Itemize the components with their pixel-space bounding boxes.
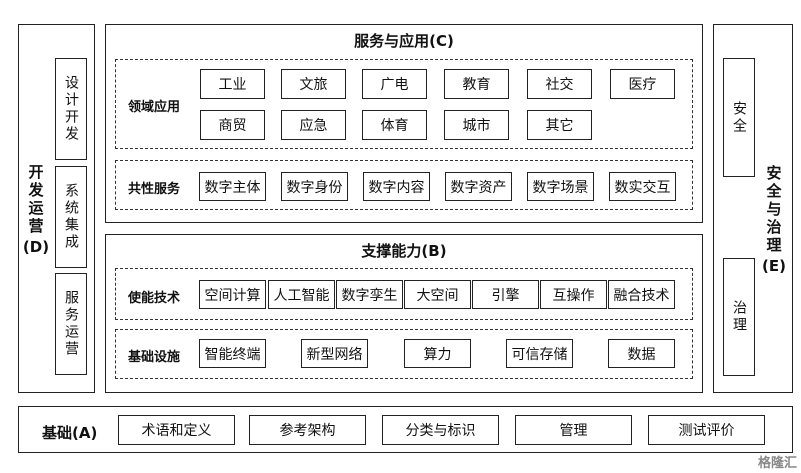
support-panel bbox=[105, 234, 703, 393]
devops-item-operation-label: 服务运营 bbox=[63, 290, 79, 358]
foundation-title: 基础(A) bbox=[42, 424, 98, 442]
infrastructure-group bbox=[115, 329, 693, 379]
domain-apps-group bbox=[115, 59, 693, 149]
watermark: 格隆汇 bbox=[757, 456, 797, 471]
enabling-tech-item: 引擎 bbox=[472, 280, 539, 309]
infrastructure-item: 算力 bbox=[404, 339, 471, 368]
services-panel bbox=[105, 24, 703, 223]
foundation-item: 管理 bbox=[515, 415, 632, 445]
domain-app-item: 体育 bbox=[362, 110, 427, 140]
devops-title-text: 开发运营 bbox=[26, 164, 45, 236]
enabling-tech-item: 融合技术 bbox=[608, 280, 675, 309]
domain-app-item: 教育 bbox=[444, 69, 509, 99]
enabling-tech-item: 互操作 bbox=[540, 280, 607, 309]
common-services-label: 共性服务 bbox=[128, 182, 181, 197]
governance-item: 治理 bbox=[723, 258, 755, 376]
enabling-tech-item: 空间计算 bbox=[199, 280, 266, 309]
security-governance-title: 安全与治理 (E) bbox=[758, 150, 790, 290]
foundation-item: 测试评价 bbox=[648, 415, 765, 445]
domain-app-item: 社交 bbox=[527, 69, 592, 99]
infrastructure-item: 数据 bbox=[608, 339, 675, 368]
domain-app-item: 文旅 bbox=[281, 69, 346, 99]
common-services-group bbox=[115, 160, 693, 210]
security-governance-title-code: (E) bbox=[762, 257, 786, 275]
devops-title-code: (D) bbox=[22, 238, 50, 256]
common-service-item: 数字主体 bbox=[199, 172, 266, 201]
services-title: 服务与应用(C) bbox=[354, 32, 454, 50]
devops-item-operation: 服务运营 bbox=[55, 273, 87, 375]
foundation-panel bbox=[18, 406, 793, 453]
devops-title: 开发运营 (D) bbox=[20, 150, 52, 270]
common-service-item: 数字内容 bbox=[363, 172, 430, 201]
common-service-item: 数实交互 bbox=[609, 172, 676, 201]
common-service-item: 数字资产 bbox=[445, 172, 512, 201]
devops-panel bbox=[18, 24, 95, 393]
security-item: 安全 bbox=[723, 58, 755, 177]
domain-app-item: 城市 bbox=[444, 110, 509, 140]
infrastructure-item: 智能终端 bbox=[199, 339, 266, 368]
enabling-tech-group bbox=[115, 268, 693, 320]
domain-app-item: 应急 bbox=[281, 110, 346, 140]
domain-app-item: 广电 bbox=[362, 69, 427, 99]
infrastructure-label: 基础设施 bbox=[128, 350, 181, 365]
enabling-tech-item: 人工智能 bbox=[268, 280, 335, 309]
security-governance-panel bbox=[713, 24, 793, 393]
security-item-label: 安全 bbox=[731, 100, 747, 135]
foundation-item: 术语和定义 bbox=[118, 415, 235, 445]
domain-app-item: 工业 bbox=[200, 69, 265, 99]
domain-app-item: 其它 bbox=[527, 110, 592, 140]
foundation-item: 分类与标识 bbox=[382, 415, 499, 445]
common-service-item: 数字场景 bbox=[527, 172, 594, 201]
devops-item-integration: 系统集成 bbox=[55, 166, 87, 268]
devops-item-design: 设计开发 bbox=[55, 58, 87, 160]
infrastructure-item: 可信存储 bbox=[506, 339, 573, 368]
devops-item-integration-label: 系统集成 bbox=[63, 183, 79, 251]
enabling-tech-item: 大空间 bbox=[404, 280, 471, 309]
enabling-tech-item: 数字孪生 bbox=[336, 280, 403, 309]
infrastructure-item: 新型网络 bbox=[301, 339, 368, 368]
enabling-tech-label: 使能技术 bbox=[128, 291, 181, 306]
domain-app-item: 医疗 bbox=[610, 69, 675, 99]
common-service-item: 数字身份 bbox=[281, 172, 348, 201]
domain-app-item: 商贸 bbox=[200, 110, 265, 140]
domain-apps-label: 领域应用 bbox=[128, 100, 181, 115]
security-governance-title-text: 安全与治理 bbox=[764, 165, 783, 255]
foundation-item: 参考架构 bbox=[249, 415, 366, 445]
support-title: 支撑能力(B) bbox=[361, 242, 447, 260]
devops-item-design-label: 设计开发 bbox=[63, 75, 79, 143]
governance-item-label: 治理 bbox=[731, 300, 747, 334]
